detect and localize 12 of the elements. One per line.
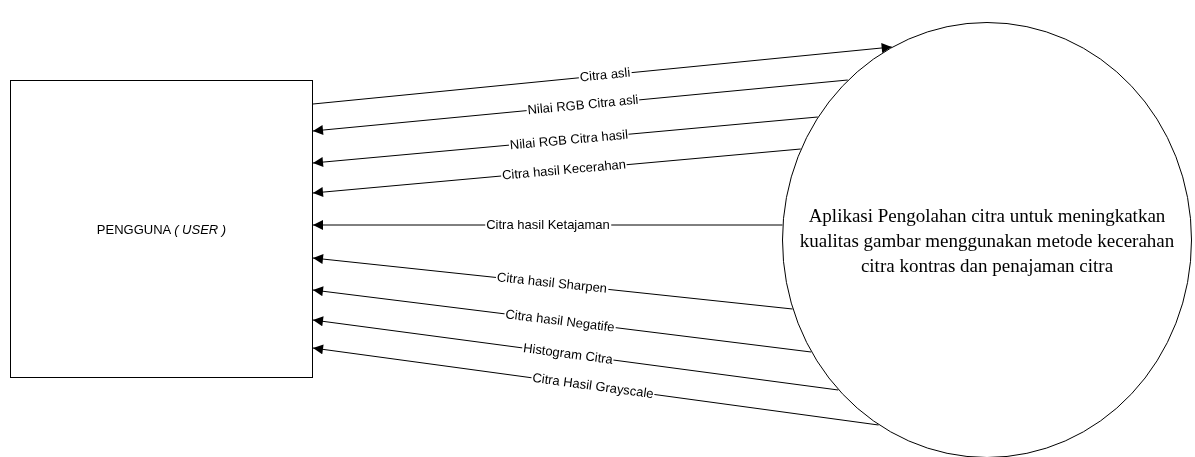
edge-label: Citra hasil Sharpen [495, 270, 609, 297]
edge-label: Citra asli [578, 65, 632, 85]
edge-label: Citra hasil Kecerahan [500, 157, 628, 183]
edge-label: Nilai RGB Citra hasil [508, 127, 630, 153]
entity-label: PENGGUNA ( USER ) [96, 221, 227, 237]
edge-label: Citra hasil Ketajaman [485, 218, 611, 232]
arrow [312, 43, 893, 105]
process-label: Aplikasi Pengolahan citra untuk meningkatkan kualitas gambar menggunakan metode kecerahan citra kontras dan penajaman citra [798, 203, 1176, 278]
entity-box [10, 80, 313, 378]
edge-label: Histogram Citra [521, 340, 615, 367]
edge-label: Nilai RGB Citra asli [525, 92, 641, 118]
edge-label: Citra hasil Negatife [503, 306, 617, 335]
